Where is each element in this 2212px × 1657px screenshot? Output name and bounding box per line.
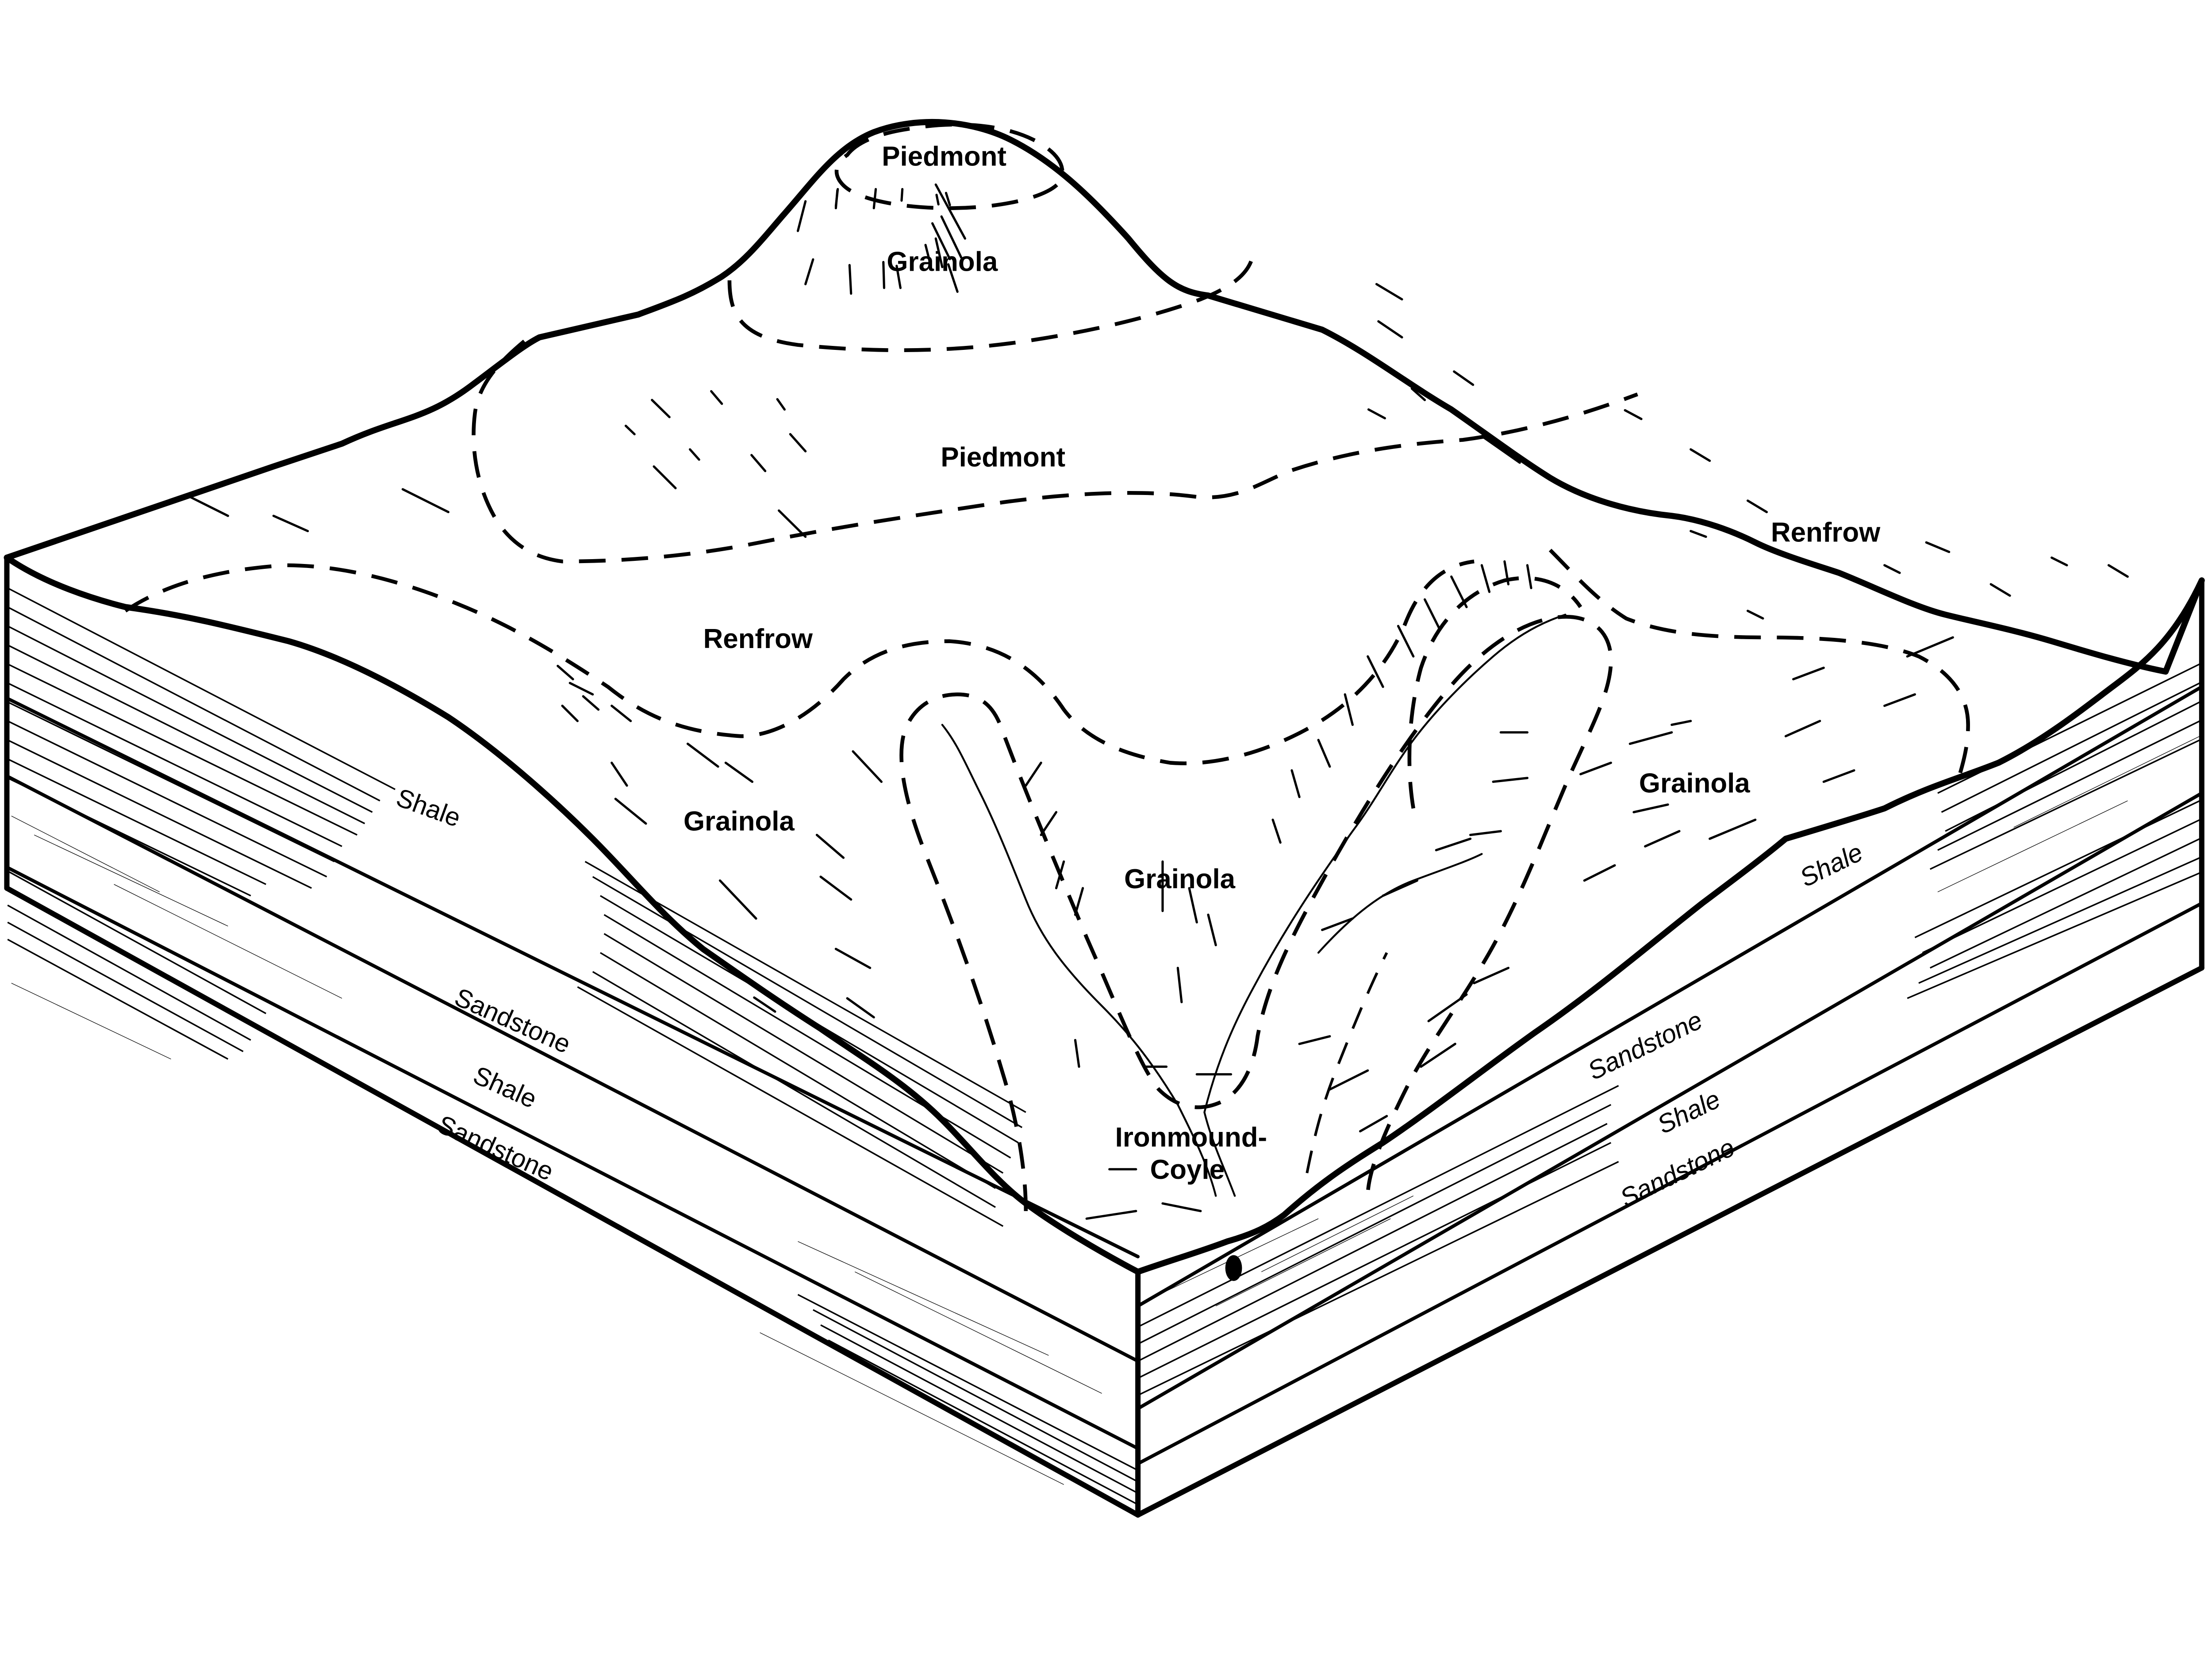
stream-channel-left (1177, 1104, 1217, 1197)
top-surface: Piedmont Grainola Piedmont Renfrow Renfr… (4, 119, 2205, 1281)
right-face-bottom-edge (1135, 965, 2204, 1518)
tributary-right-branch (1317, 853, 1483, 954)
boundary-grainola-center-left (899, 615, 1613, 1211)
label-grainola-right: Grainola (1639, 768, 1750, 798)
label-renfrow-left: Renfrow (703, 624, 813, 654)
label-grainola-summit: Grainola (887, 246, 998, 277)
label-piedmont-summit: Piedmont (882, 141, 1006, 172)
right-contact-shale-sandstone (1136, 685, 2204, 1308)
label-ironmound-coyle-line2: Coyle (1150, 1155, 1225, 1185)
right-face-sandstone-texture (1159, 736, 2200, 1307)
label-grainola-left: Grainola (684, 806, 795, 836)
stream-outlet (1225, 1255, 1242, 1281)
right-face (1135, 578, 2204, 1518)
surface-skyline (4, 119, 2205, 675)
left-face-sandstone-texture (11, 816, 1102, 1485)
right-face-shale-hatching-lower (1907, 800, 2200, 999)
label-ironmound-coyle-line1: Ironmound- (1115, 1122, 1267, 1153)
left-contact-shale-sandstone-lower (5, 865, 1140, 1450)
left-face (4, 555, 1141, 1518)
left-contact-sandstone-shale (5, 774, 1140, 1363)
boundary-renfrow-right (1548, 548, 1970, 786)
label-grainola-center: Grainola (1124, 864, 1235, 894)
boundary-grainola-right-lower (1306, 952, 1388, 1174)
slope-hachures (188, 183, 2129, 1220)
surface-front-edge-right (1135, 577, 2205, 1275)
right-contact-shale-sandstone-lower (1136, 901, 2204, 1465)
tributary-left (941, 724, 1179, 1106)
boundary-summit-grainola (727, 246, 1256, 352)
left-face-bottom-edge (4, 885, 1141, 1518)
surface-front-edge-left (4, 554, 1141, 1275)
right-contact-sandstone-shale (1136, 791, 2204, 1411)
boundary-renfrow-left (124, 559, 1475, 766)
boundary-piedmont-upland (472, 339, 1638, 564)
label-renfrow-right: Renfrow (1771, 518, 1881, 548)
boundary-grainola-right-inner (1407, 576, 1582, 809)
label-piedmont-upland: Piedmont (941, 442, 1065, 473)
left-contact-shale-sandstone (5, 696, 1140, 1258)
